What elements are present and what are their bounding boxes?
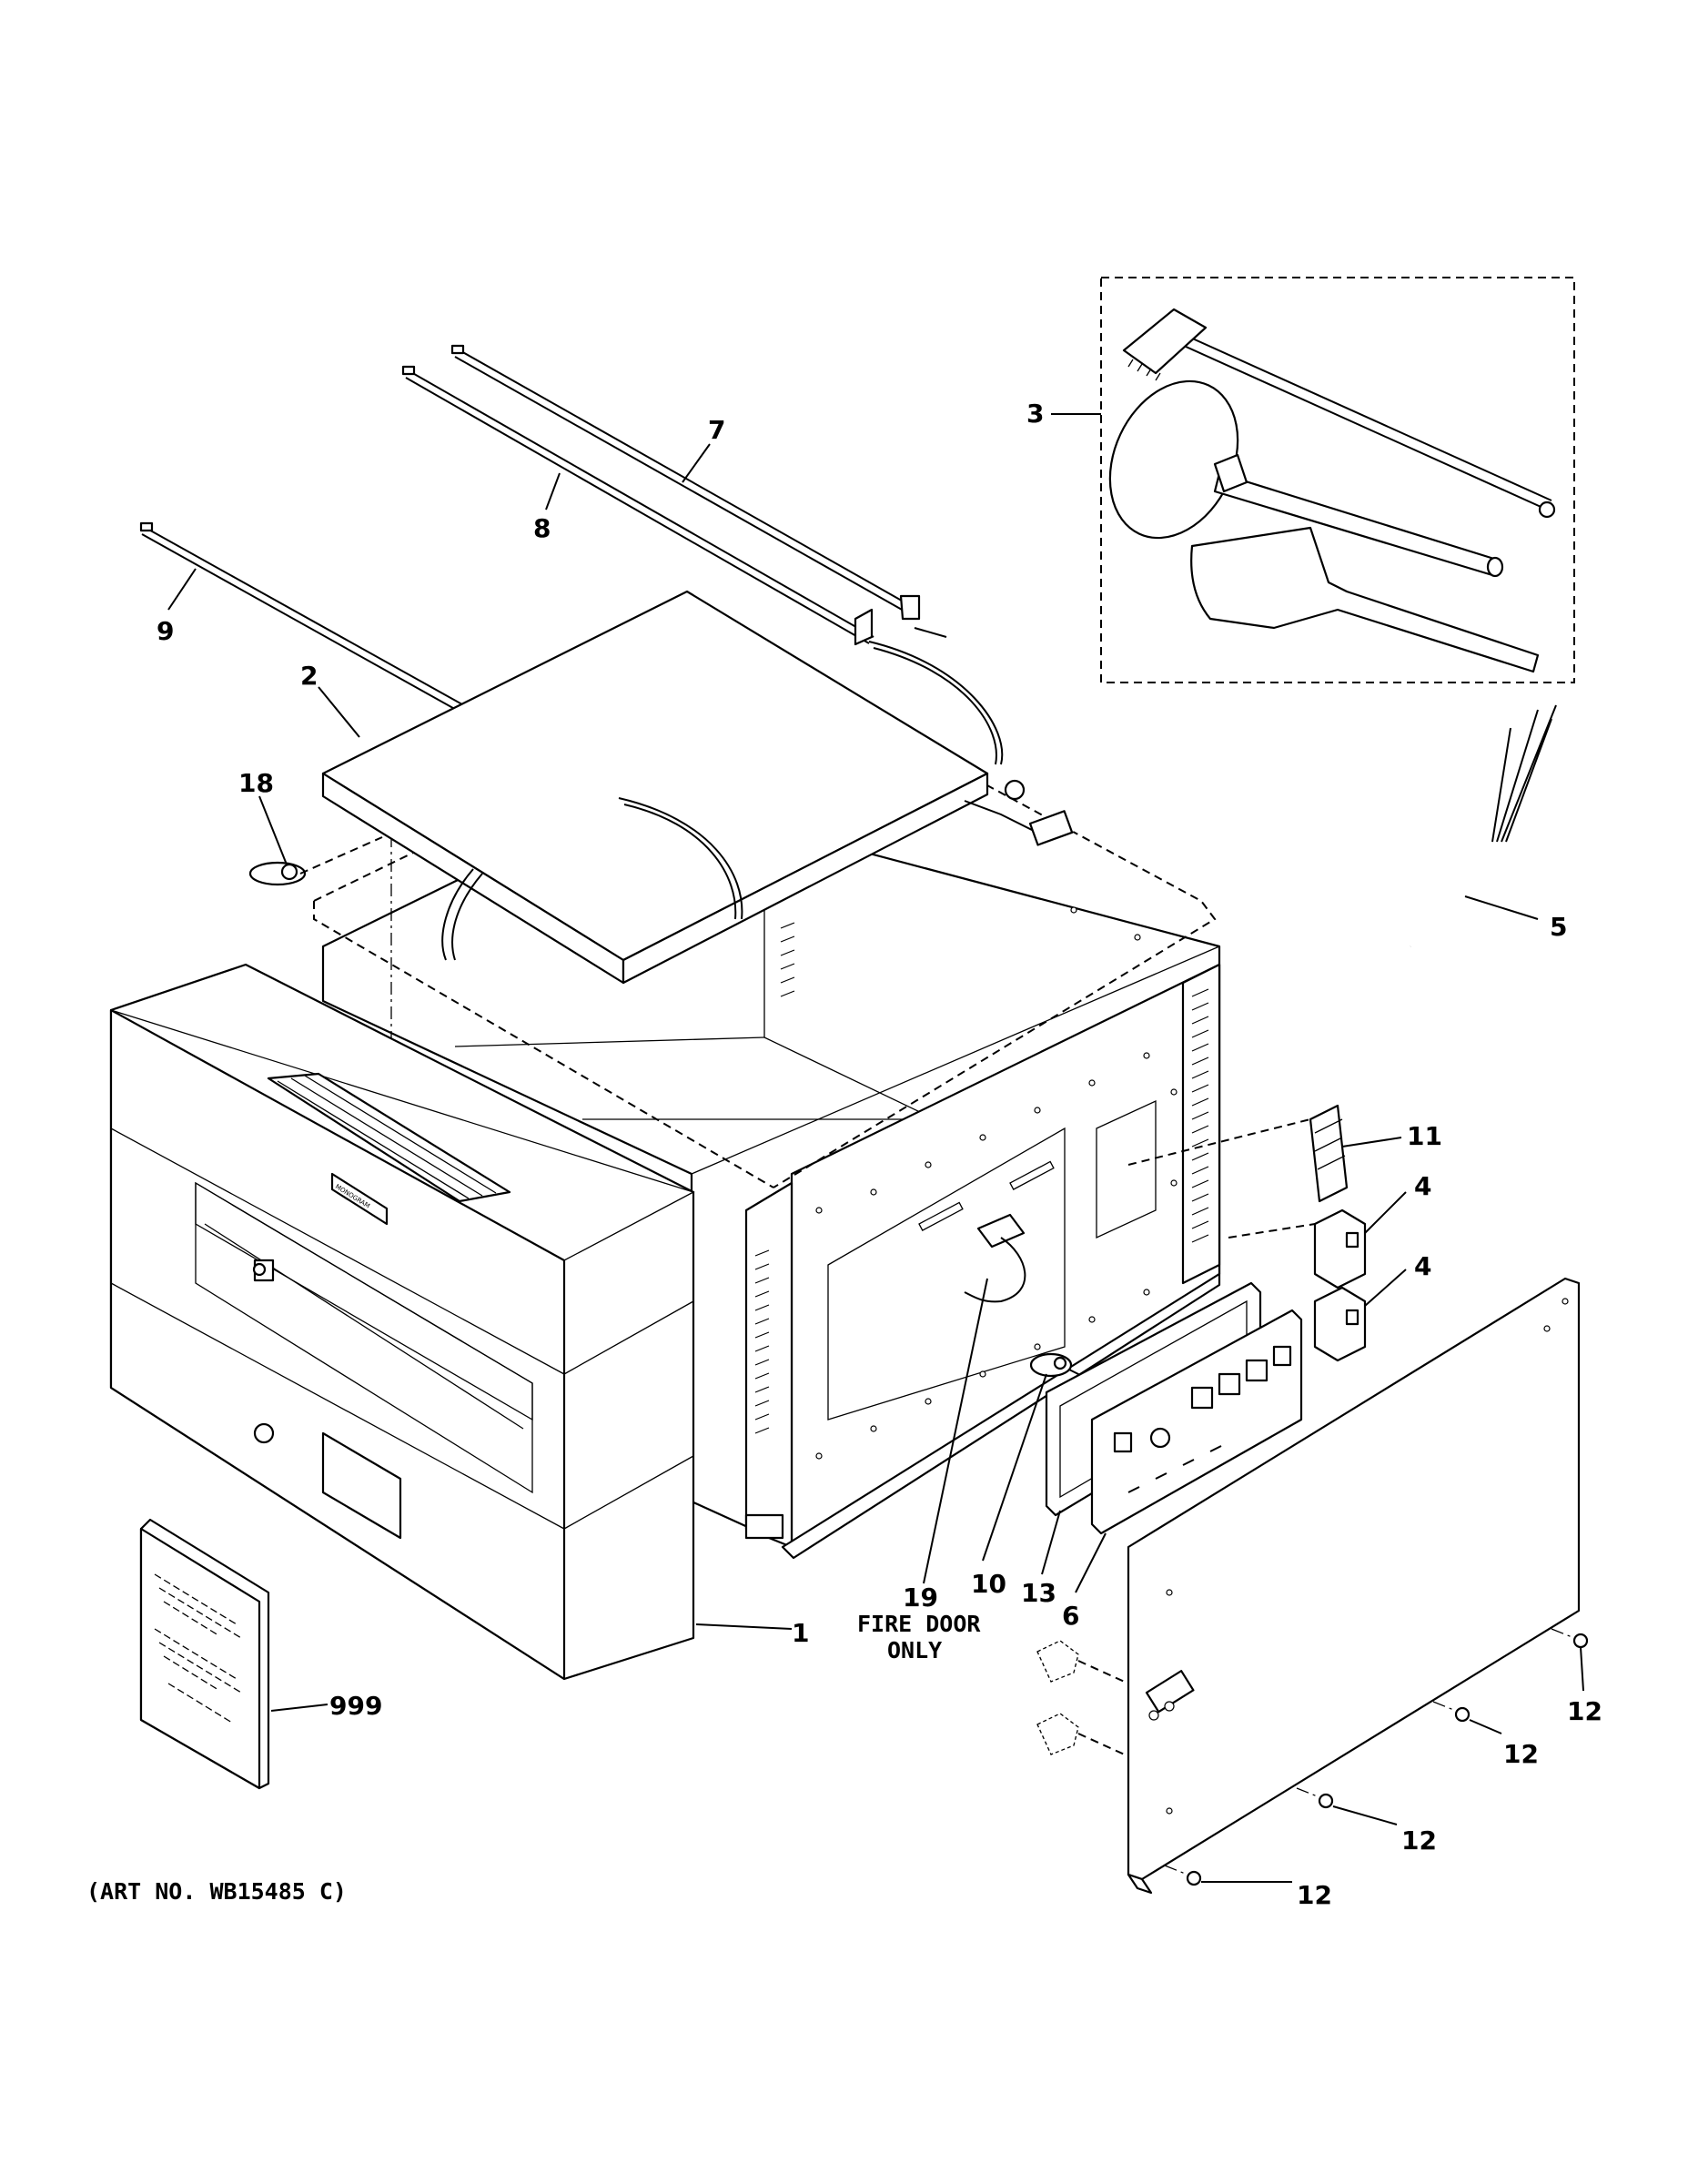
callout-6: 6 (1062, 1601, 1079, 1631)
callout-10: 10 (971, 1569, 1006, 1599)
control-board (1090, 1309, 1303, 1535)
callout-3: 3 (1026, 399, 1044, 429)
oven-brush (1122, 308, 1556, 519)
fire-door-note-line2: ONLY (887, 1637, 942, 1663)
callout-18: 18 (238, 768, 274, 798)
callout-4-lower: 4 (1414, 1251, 1431, 1281)
accessory-kit-dashed-box (1100, 277, 1575, 683)
probe-wire-overlay (441, 797, 743, 961)
callout-999: 999 (329, 1691, 382, 1721)
callout-labels: 3 7 8 9 2 18 5 11 4 4 10 13 6 19 FIRE DO… (157, 399, 1602, 1910)
square-pizza-peel (1190, 526, 1540, 673)
callout-2: 2 (300, 661, 318, 691)
wire-harness (964, 704, 1557, 970)
callout-12-a: 12 (1567, 1696, 1602, 1726)
temperature-sensor-8 (401, 365, 1004, 765)
callout-12-b: 12 (1503, 1739, 1539, 1769)
callout-1: 1 (792, 1618, 809, 1648)
callout-9: 9 (157, 616, 174, 646)
callout-5: 5 (1550, 912, 1567, 942)
relay-lower (1313, 1286, 1367, 1362)
relay-upper (1228, 1208, 1367, 1289)
callout-7: 7 (708, 415, 725, 445)
owners-manual (139, 1518, 270, 1790)
callout-8: 8 (533, 513, 551, 543)
hi-limit-switch (248, 836, 383, 886)
top-cover-panel (321, 590, 989, 985)
top-insulation-outline (313, 654, 1217, 1188)
callout-11: 11 (1407, 1121, 1442, 1151)
fire-door-note-line1: FIRE DOOR (857, 1611, 981, 1637)
relay-bracket (1127, 1104, 1349, 1203)
side-cover-panel (1127, 1277, 1581, 1895)
panel-screws (1164, 1628, 1589, 1886)
mounting-clips (1036, 1640, 1129, 1757)
control-knob (253, 1422, 275, 1444)
round-pizza-peel (1108, 379, 1504, 578)
art-number: (ART NO. WB15485 C) (86, 1878, 347, 1905)
callout-12-c: 12 (1401, 1825, 1437, 1855)
thermal-switch-19 (964, 1213, 1026, 1303)
callout-12-d: 12 (1297, 1880, 1332, 1910)
callout-13: 13 (1021, 1578, 1056, 1608)
temperature-sensor-7 (450, 344, 947, 638)
callout-19: 19 (903, 1582, 938, 1613)
leader-lines (167, 413, 1584, 1883)
accessory-kit (1100, 277, 1575, 683)
callout-4-upper: 4 (1414, 1171, 1431, 1201)
front-fascia: MONOGRAM (109, 963, 695, 1681)
